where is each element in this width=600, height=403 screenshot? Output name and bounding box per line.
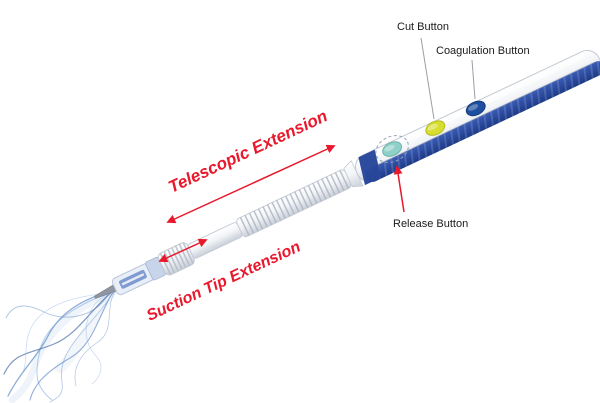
release-button-label: Release Button [393, 218, 469, 230]
coagulation-button-label: Coagulation Button [436, 45, 530, 57]
handle-front-band [358, 149, 382, 186]
suction-tip-clear-section [111, 256, 166, 296]
handle-buttons [382, 100, 486, 157]
handle-taper [343, 159, 364, 188]
annotations [158, 37, 476, 263]
release-button [382, 141, 403, 157]
telescopic-shaft [236, 169, 352, 238]
cut-button [425, 120, 446, 136]
cut-button-leader-line [420, 37, 435, 120]
coagulation-button [465, 100, 486, 117]
cut-button-label: Cut Button [397, 21, 449, 33]
handle-grip [358, 61, 600, 186]
telescopic-extension-double-arrow [166, 144, 336, 224]
suction-tip-extension-double-arrow [158, 238, 208, 263]
coagulation-button-leader-line [471, 59, 476, 100]
suction-tube [187, 222, 243, 259]
release-button-arrow [393, 165, 405, 213]
device-illustration [94, 49, 600, 299]
smoke-illustration [3, 287, 117, 403]
